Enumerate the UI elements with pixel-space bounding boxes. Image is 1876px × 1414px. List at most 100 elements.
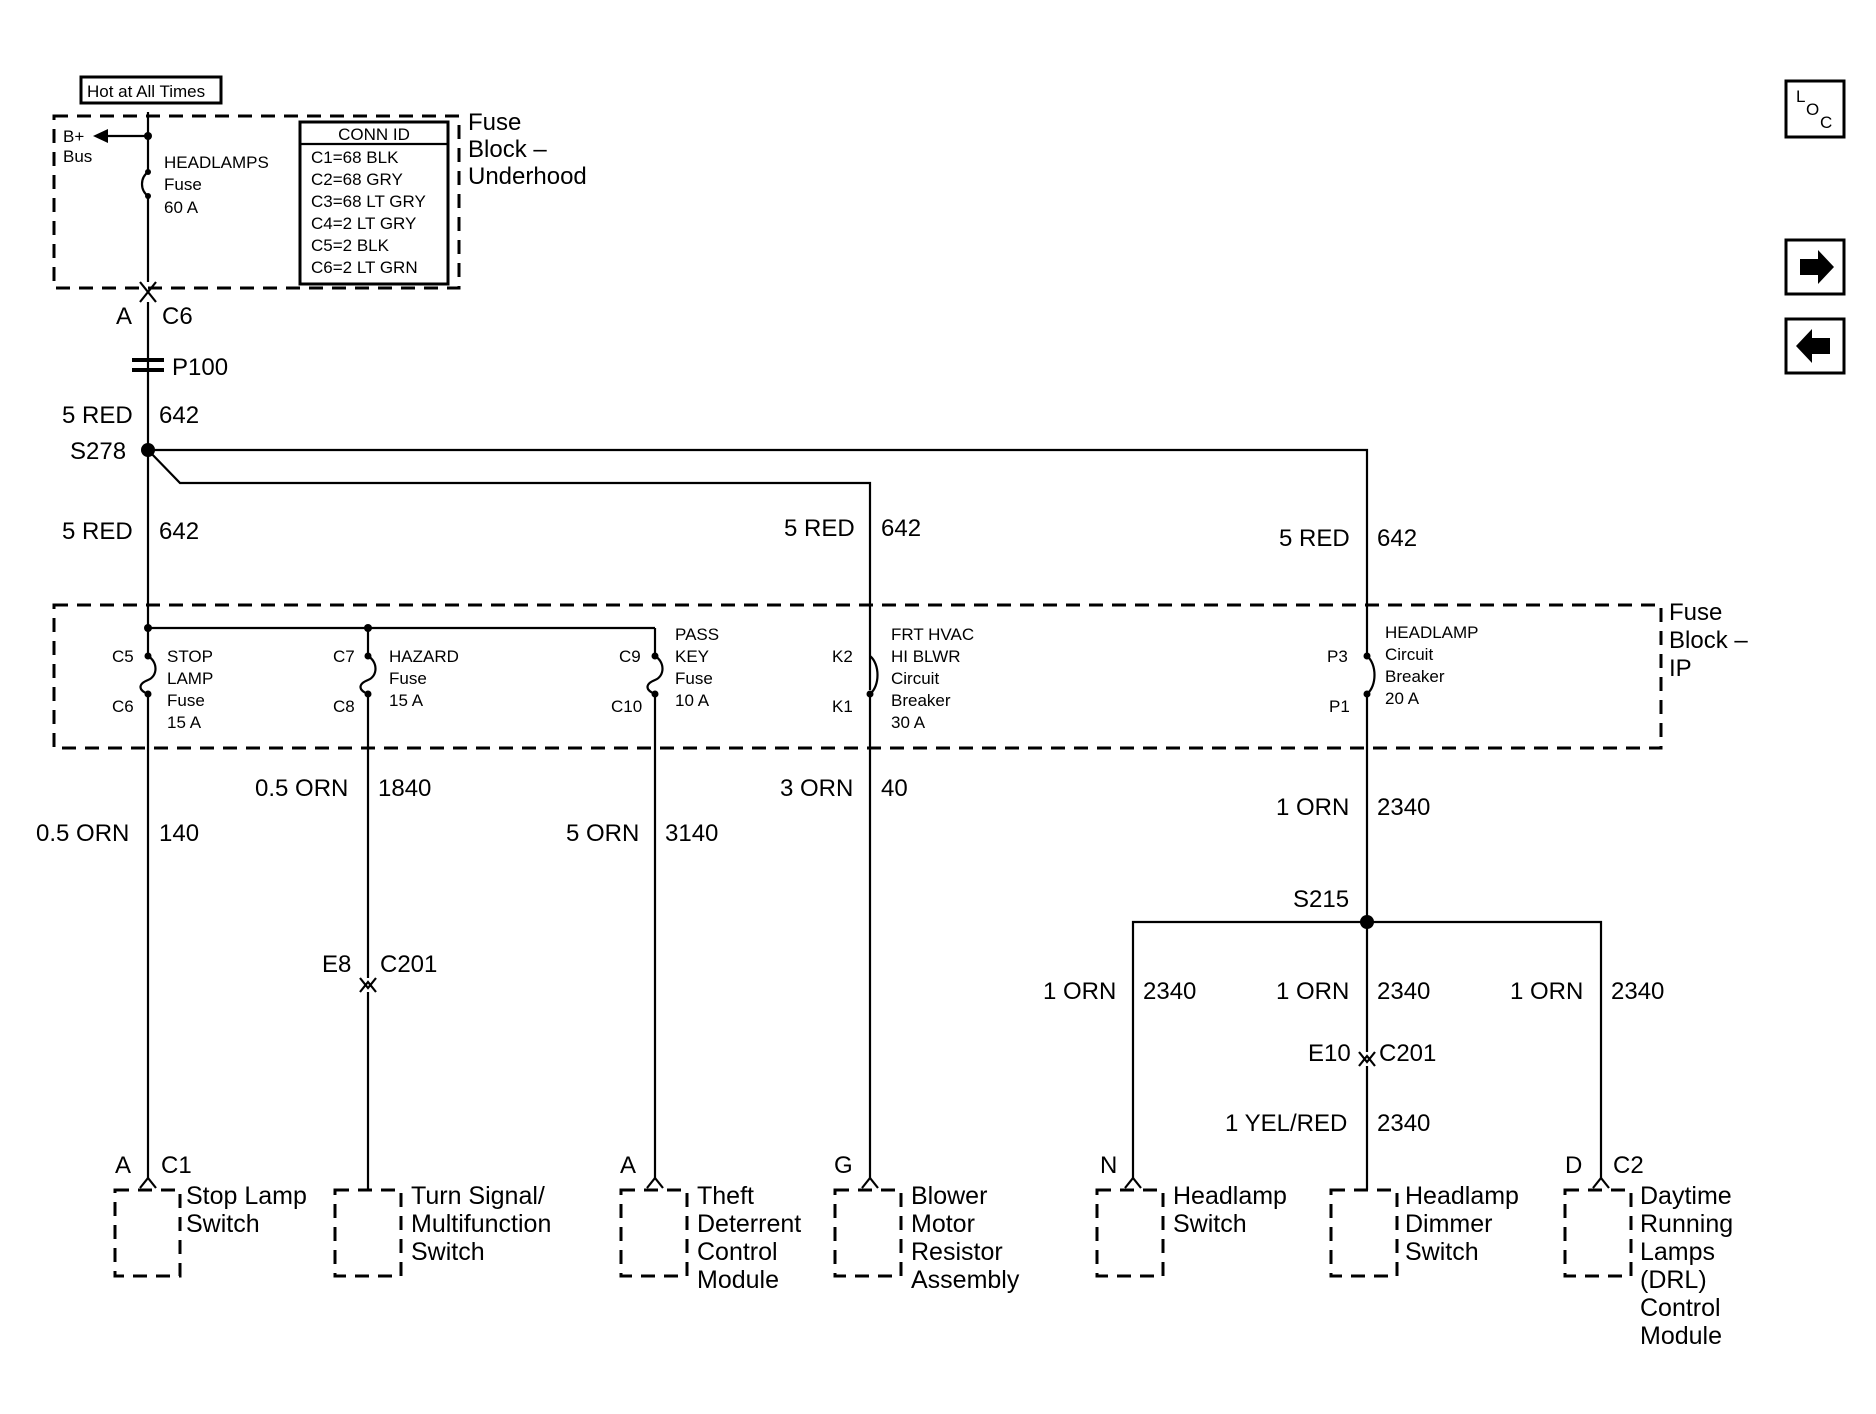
drl-pin: D [1565, 1152, 1582, 1179]
passkey-fuse-label: PASS KEY Fuse 10 A [675, 625, 724, 710]
blower-pin: G [834, 1152, 853, 1179]
headlamp-circuit-breaker [1363, 652, 1376, 698]
hazard-fuse-label: HAZARD Fuse 15 A [389, 647, 464, 710]
c201-e8-pin: E8 [322, 951, 351, 978]
fuse-block-ip-title: Fuse Block – IP [1669, 599, 1754, 682]
wire-642-left-num: 642 [159, 518, 199, 545]
drl-module-box [1563, 1188, 1633, 1278]
hvac-breaker-pin-in: K2 [832, 647, 853, 666]
conn-id-table [298, 120, 450, 286]
b-plus-arrow-icon [93, 129, 108, 143]
drl-module-name: Daytime Running Lamps (DRL) Control Modu… [1640, 1182, 1740, 1350]
stop-fuse-label: STOP LAMP Fuse 15 A [167, 647, 218, 732]
c201-e10-conn: C201 [1379, 1040, 1436, 1067]
pass-key-fuse [646, 652, 664, 698]
b-plus-bus-label: B+ Bus [63, 127, 92, 166]
fuse-block-underhood-title: Fuse Block – Underhood [468, 109, 587, 190]
wire-2340-center-size: 1 ORN [1276, 978, 1349, 1005]
hazard-fuse-pin-out: C8 [333, 697, 355, 716]
wire-642-right-num: 642 [1377, 525, 1417, 552]
hvac-breaker-pin-out: K1 [832, 697, 853, 716]
stop-fuse-pin-in: C5 [112, 647, 134, 666]
hot-at-all-times-label: Hot at All Times [87, 82, 205, 101]
fuse-block-underhood [52, 114, 461, 290]
fuse-block-ip [52, 603, 1663, 750]
loc-button[interactable]: L O C [1784, 79, 1846, 139]
s215-label: S215 [1293, 886, 1349, 913]
wire-3140-size: 5 ORN [566, 820, 639, 847]
loc-letter-o: O [1806, 100, 1819, 119]
conn-id-list: C1=68 BLK C2=68 GRY C3=68 LT GRY C4=2 LT… [311, 148, 430, 277]
wire-642-right-size: 5 RED [1279, 525, 1350, 552]
p100-label: P100 [172, 354, 228, 381]
hvac-breaker-label: FRT HVAC HI BLWR Circuit Breaker 30 A [891, 625, 979, 732]
headlamp-breaker-label: HEADLAMP Circuit Breaker 20 A [1385, 623, 1483, 708]
drl-conn: C2 [1613, 1152, 1644, 1179]
loc-letter-c: C [1820, 113, 1832, 132]
hot-at-all-times-box [79, 75, 223, 105]
drl-connector-icon [1592, 1176, 1610, 1189]
wire-642-mid [147, 449, 872, 690]
stop-lamp-connector-icon [139, 1176, 157, 1189]
s278-label: S278 [70, 438, 126, 465]
blower-resistor-box [833, 1188, 903, 1278]
wire-2340-center-num: 2340 [1377, 978, 1430, 1005]
passkey-fuse-pin-out: C10 [611, 697, 642, 716]
hazard-fuse-pin-in: C7 [333, 647, 355, 666]
headlamp-switch-pin: N [1100, 1152, 1117, 1179]
passkey-fuse-pin-in: C9 [619, 647, 641, 666]
wire-2340-yel-num: 2340 [1377, 1110, 1430, 1137]
stop-lamp-conn: C1 [161, 1152, 192, 1179]
wire-2340-yel-size: 1 YEL/RED [1225, 1110, 1347, 1137]
wire-40-num: 40 [881, 775, 908, 802]
theft-module-box [619, 1188, 689, 1278]
wire-642-mid-size: 5 RED [784, 515, 855, 542]
wire-3140-num: 3140 [665, 820, 718, 847]
p100-passthrough-icon [132, 358, 164, 362]
headlamp-switch-name: Headlamp Switch [1173, 1182, 1294, 1238]
b-plus-splice-dot [144, 132, 152, 140]
wire-642-right [148, 448, 1369, 657]
stop-lamp-fuse [139, 652, 157, 698]
turn-signal-switch-name: Turn Signal/ Multifunction Switch [411, 1182, 558, 1266]
wire-2340-right-size: 1 ORN [1510, 978, 1583, 1005]
c201-e8-conn: C201 [380, 951, 437, 978]
wire-1840-size: 0.5 ORN [255, 775, 348, 802]
wire-2340-left-num: 2340 [1143, 978, 1196, 1005]
wire-2340-main-size: 1 ORN [1276, 794, 1349, 821]
stop-lamp-switch-name: Stop Lamp Switch [186, 1182, 314, 1238]
previous-page-button[interactable] [1784, 317, 1846, 375]
wire-140-size: 0.5 ORN [36, 820, 129, 847]
c6-pin-label: A [116, 303, 132, 330]
dimmer-switch-name: Headlamp Dimmer Switch [1405, 1182, 1526, 1266]
wire-642-mid-num: 642 [881, 515, 921, 542]
headlamp-switch-connector-icon [1124, 1176, 1142, 1189]
frt-hvac-circuit-breaker [866, 655, 879, 698]
dimmer-switch-box [1329, 1188, 1399, 1278]
arrow-right-icon [1800, 250, 1834, 284]
next-page-button[interactable] [1784, 238, 1846, 296]
c201-e8-connector-icon [359, 977, 377, 990]
wire-40-size: 3 ORN [780, 775, 853, 802]
headlamps-fuse-label: HEADLAMPS Fuse 60 A [164, 153, 274, 217]
wire-642-top-size: 5 RED [62, 402, 133, 429]
wire-2340-left-size: 1 ORN [1043, 978, 1116, 1005]
c6-conn-label: C6 [162, 303, 193, 330]
blower-resistor-name: Blower Motor Resistor Assembly [911, 1182, 1020, 1294]
theft-connector-icon [646, 1176, 664, 1189]
wire-140-num: 140 [159, 820, 199, 847]
theft-module-name: Theft Deterrent Control Module [697, 1182, 808, 1294]
c201-e10-pin: E10 [1308, 1040, 1351, 1067]
arrow-left-icon [1796, 329, 1830, 363]
wire-642-left-size: 5 RED [62, 518, 133, 545]
hazard-fuse [359, 652, 377, 698]
turn-signal-switch-box [333, 1188, 403, 1278]
stop-lamp-switch-box [113, 1188, 182, 1278]
loc-letter-l: L [1796, 87, 1805, 106]
wire-642-top-num: 642 [159, 402, 199, 429]
stop-fuse-pin-out: C6 [112, 697, 134, 716]
wire-2340-right-num: 2340 [1611, 978, 1664, 1005]
c201-e10-connector-icon [1358, 1051, 1376, 1064]
wire-2340-main-num: 2340 [1377, 794, 1430, 821]
